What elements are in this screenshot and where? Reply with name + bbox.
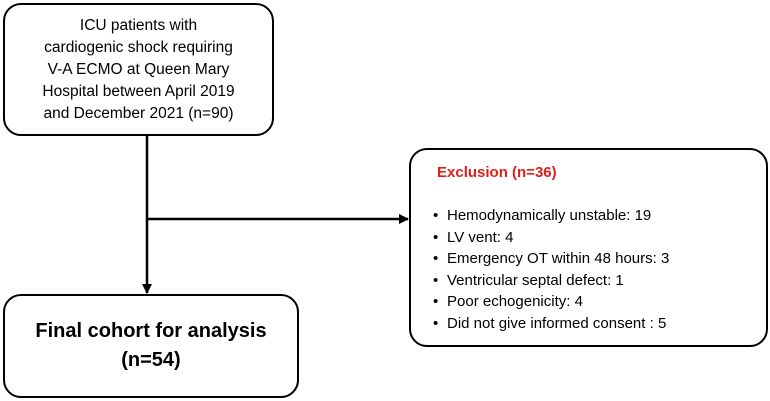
final-cohort-title: Final cohort for analysis xyxy=(35,320,267,342)
exclusion-item-text: Poor echogenicity: 4 xyxy=(447,293,583,310)
initial-population-line: ICU patients with xyxy=(79,16,198,34)
bullet-icon: • xyxy=(433,293,439,310)
initial-population-box: ICU patients with cardiogenic shock requ… xyxy=(3,3,274,136)
initial-population-line: and December 2021 (n=90) xyxy=(43,104,234,122)
initial-population-line: V-A ECMO at Queen Mary xyxy=(47,60,230,78)
bullet-icon: • xyxy=(433,250,439,267)
exclusion-item-text: Did not give informed consent : 5 xyxy=(447,314,667,332)
exclusion-item: • LV vent: 4 xyxy=(433,227,669,249)
initial-population-line: cardiogenic shock requiring xyxy=(44,38,233,56)
bullet-icon: • xyxy=(433,207,439,224)
exclusion-item-text: Emergency OT within 48 hours: 3 xyxy=(447,250,670,267)
exclusion-item: • Hemodynamically unstable: 19 xyxy=(433,205,669,227)
bullet-icon: • xyxy=(433,271,439,289)
bullet-icon: • xyxy=(433,228,439,246)
bullet-icon: • xyxy=(433,314,439,332)
exclusion-title: Exclusion (n=36) xyxy=(437,164,557,181)
exclusion-item: • Ventricular septal defect: 1 xyxy=(433,270,669,292)
exclusion-item: • Emergency OT within 48 hours: 3 xyxy=(433,248,669,270)
initial-population-line: Hospital between April 2019 xyxy=(42,82,235,100)
exclusion-item-text: LV vent: 4 xyxy=(447,228,514,246)
exclusion-item: • Did not give informed consent : 5 xyxy=(433,313,669,335)
initial-population-text: ICU patients with cardiogenic shock requ… xyxy=(42,15,234,125)
exclusion-list: • Hemodynamically unstable: 19 • LV vent: … xyxy=(433,205,669,334)
final-cohort-text: Final cohort for analysis (n=54) xyxy=(35,317,266,375)
final-cohort-count: (n=54) xyxy=(121,349,181,371)
exclusion-box: Exclusion (n=36) • Hemodynamically unstab… xyxy=(409,148,768,347)
exclusion-item-text: Ventricular septal defect: 1 xyxy=(447,271,624,289)
exclusion-item-text: Hemodynamically unstable: 19 xyxy=(447,207,652,224)
final-cohort-box: Final cohort for analysis (n=54) xyxy=(3,294,299,398)
exclusion-item: • Poor echogenicity: 4 xyxy=(433,291,669,313)
